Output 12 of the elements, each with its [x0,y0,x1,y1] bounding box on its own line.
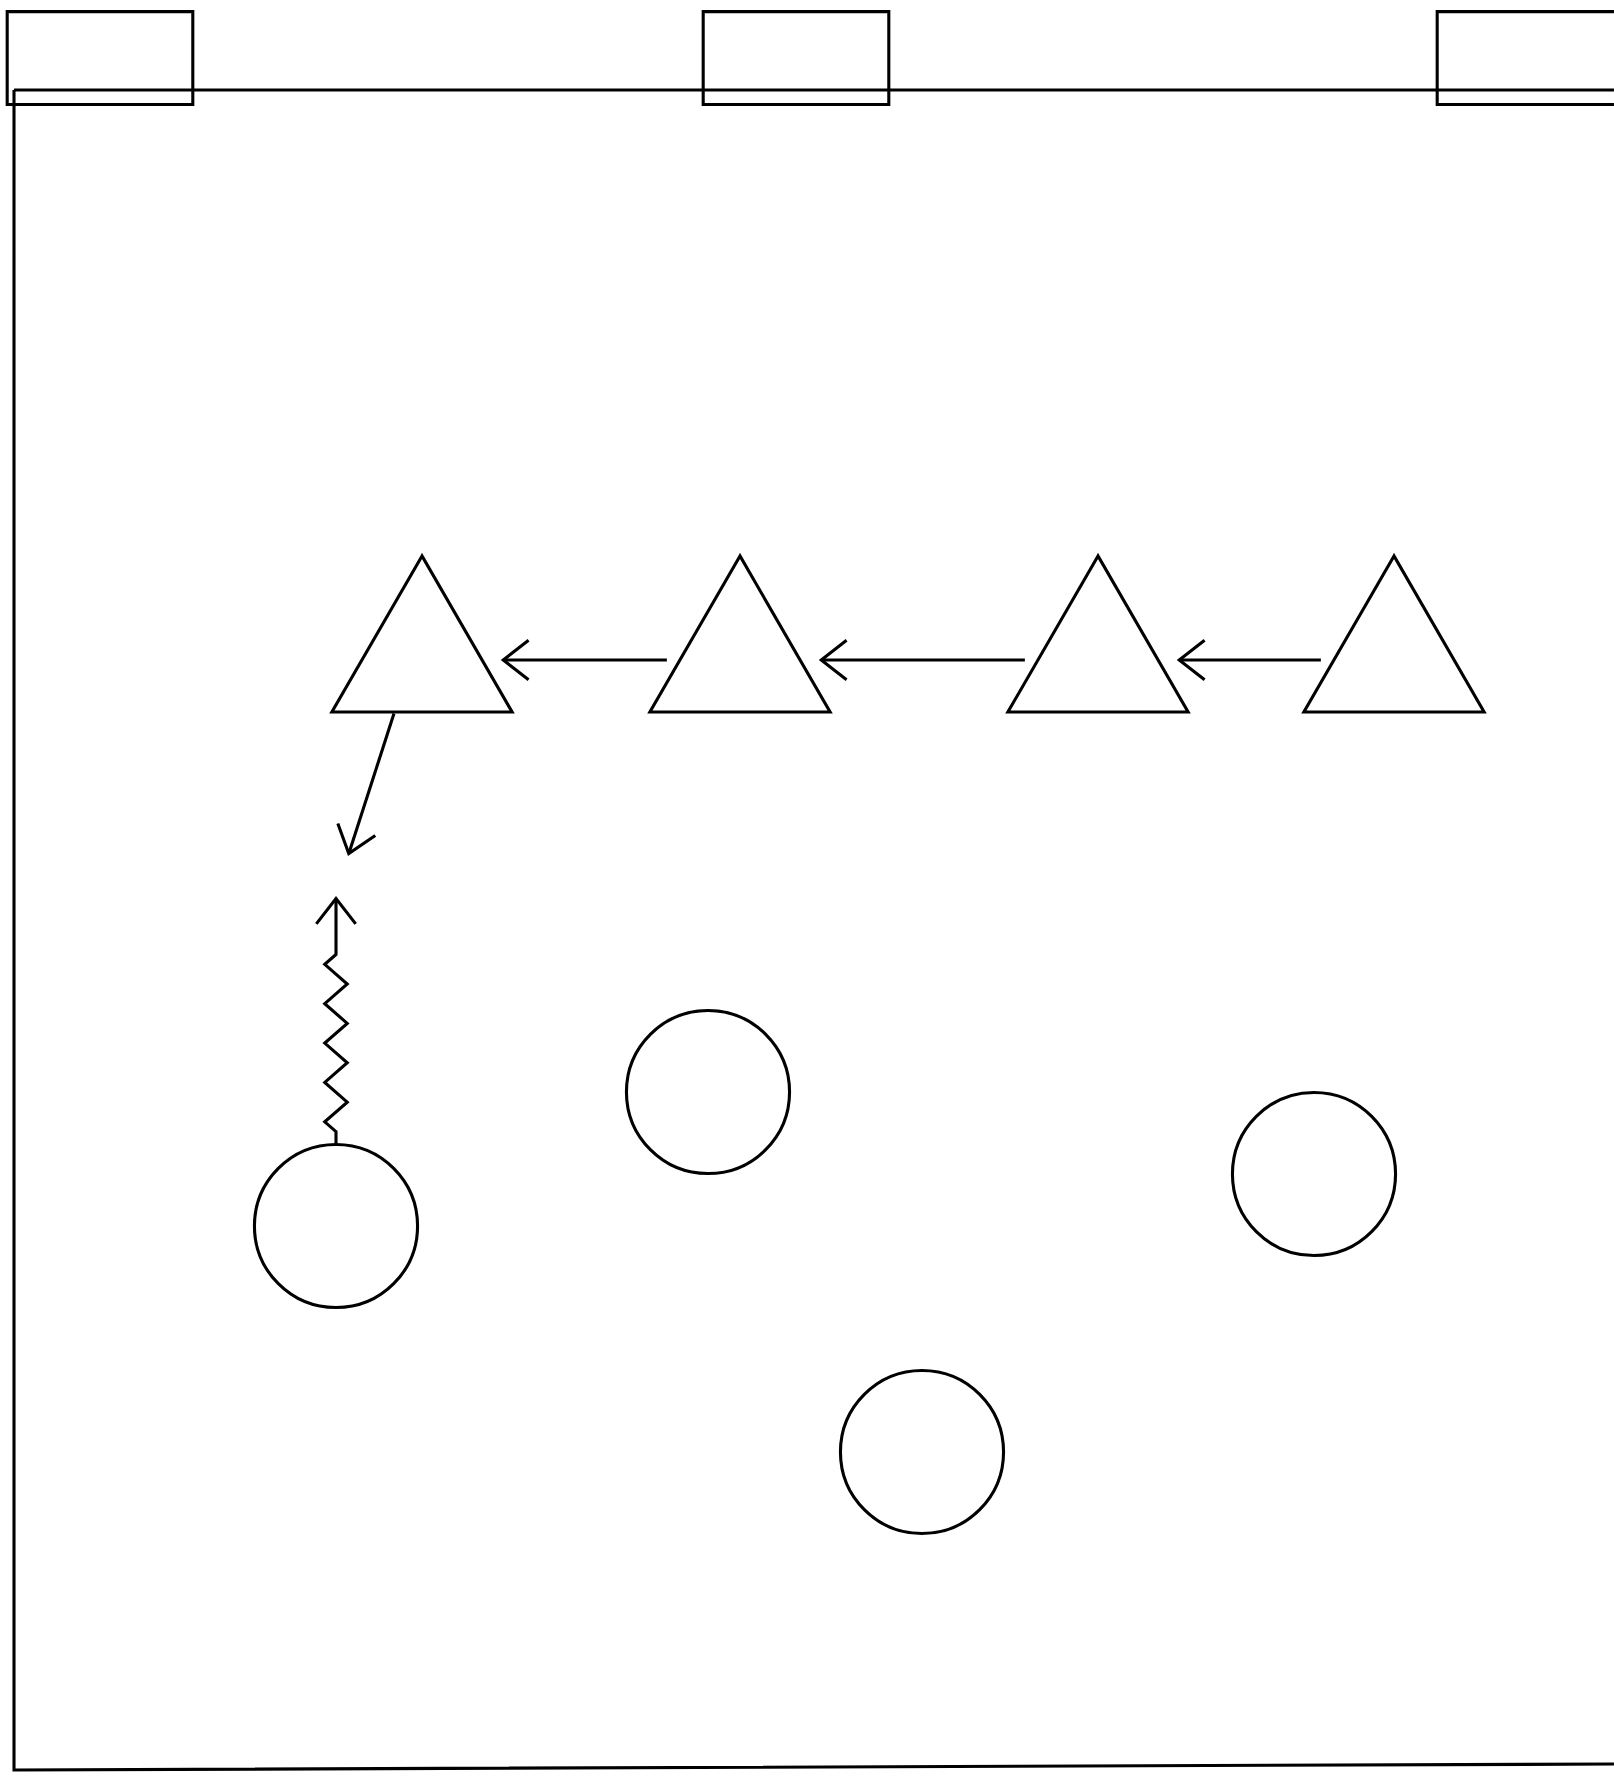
player-circle [624,1008,792,1176]
arrow [336,713,396,856]
player-circle [838,1368,1006,1536]
player-circle [1230,1090,1398,1258]
goal-box [5,10,195,106]
arrow [1176,639,1321,681]
arrow [500,639,667,681]
goal-box [701,10,891,106]
goal-box [1435,10,1614,106]
player-circle [252,1142,420,1310]
zigzag-arrow [315,896,357,1143]
arrow [818,639,1025,681]
